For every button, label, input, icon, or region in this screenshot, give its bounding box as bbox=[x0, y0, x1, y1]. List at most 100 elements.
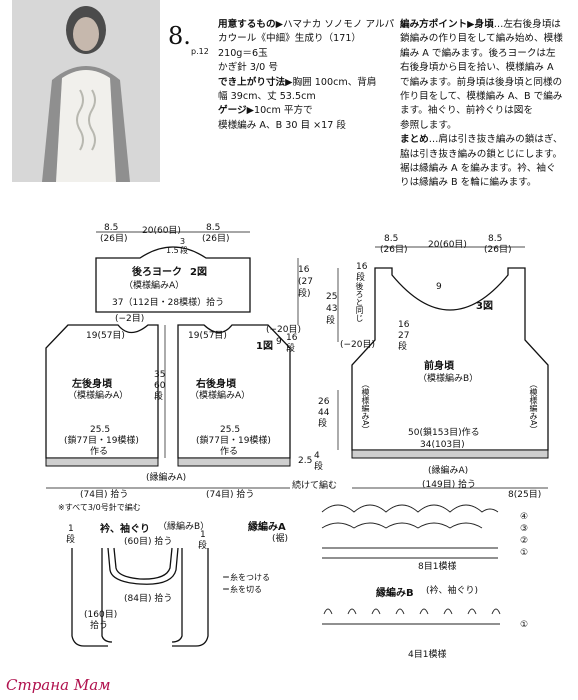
edge-a-sub: (裾) bbox=[272, 534, 289, 544]
materials-block: 用意するもの▶ハマナカ ソノモノ アルパカウール《中細》生成り（171） 210… bbox=[218, 18, 396, 133]
edge-a-row-3: ③ bbox=[520, 524, 529, 534]
armhole-pick-sts: (160目) bbox=[84, 610, 118, 620]
back-yoke-title: 後ろヨーク bbox=[132, 267, 182, 278]
back-edge-a-label: (縁編みA) bbox=[146, 473, 187, 483]
edge-a-row-1: ① bbox=[520, 548, 529, 558]
model-photo bbox=[12, 0, 160, 182]
back-top-left-sts: (26目) bbox=[100, 234, 128, 244]
front-total-rows: 43 bbox=[326, 304, 338, 314]
left-back-bottom-sts: (鎖77目・19模様) bbox=[64, 436, 139, 446]
armhole-left-edge bbox=[71, 548, 108, 647]
instr-line-4: で編みます。前身頃は後身頃と同様の bbox=[400, 76, 563, 88]
instr-line-3: 右後身頃から目を拾い、模様編み A bbox=[400, 62, 554, 74]
front-repeat-note: 8(25目) bbox=[508, 490, 542, 500]
front-fig: 3図 bbox=[476, 301, 493, 312]
front-top-left-sts: (26目) bbox=[380, 245, 408, 255]
yoke-minus: (−2目) bbox=[115, 314, 145, 324]
pattern-number: 8. bbox=[168, 22, 191, 50]
right-back-bottom-make: 作る bbox=[220, 447, 239, 457]
left-back-bottom-make: 作る bbox=[90, 447, 109, 457]
edge-a-row-4: ④ bbox=[520, 512, 529, 522]
edge-b-sub: (衿、袖ぐり) bbox=[426, 586, 479, 596]
left-back-title: 左後身頃 bbox=[72, 379, 112, 390]
armhole-unit: 段 bbox=[286, 344, 296, 354]
left-back-edge-pick: (74目) 拾う bbox=[80, 490, 129, 500]
hem-edge-cm: 2.5 bbox=[298, 456, 313, 466]
left-back-bottom-cm: 25.5 bbox=[90, 425, 111, 435]
armhole-cm: 9 bbox=[276, 337, 282, 347]
front-minus: (−20目) bbox=[340, 340, 376, 350]
edge-b-picots bbox=[323, 608, 501, 615]
edge-b-title: 縁編みB bbox=[376, 588, 414, 599]
back-yoke-outline bbox=[95, 246, 251, 313]
side-height-cm: 26 bbox=[318, 397, 330, 407]
edge-a-title: 縁編みA bbox=[248, 522, 286, 533]
armhole-right-inner bbox=[171, 548, 183, 643]
back-top-left-cm: 8.5 bbox=[104, 223, 119, 233]
left-back-width: 19(57目) bbox=[86, 331, 125, 341]
edge-a-row-2-label: ② bbox=[520, 536, 529, 546]
side-height-rows: 44 bbox=[318, 408, 330, 418]
collar-neck-pick: (60目) 拾う bbox=[124, 537, 173, 547]
front-neck-cm: 9 bbox=[436, 282, 442, 292]
right-back-bottom-cm: 25.5 bbox=[220, 425, 241, 435]
edge-a-arches bbox=[321, 522, 483, 529]
back-top-right-cm: 8.5 bbox=[206, 223, 221, 233]
front-width-inner: 34(103目) bbox=[420, 440, 465, 450]
instructions-block: 編み方ポイント▶身頃…左右後身頃は 鎖編みの作り目をして編み始め、模様 編み A… bbox=[400, 18, 572, 191]
front-pattern: （模様編みB） bbox=[418, 374, 479, 384]
gauge-heading: ゲージ bbox=[218, 105, 247, 117]
back-yoke-pattern: （模様編みA） bbox=[124, 281, 185, 291]
front-neck-unit: 段 bbox=[356, 273, 366, 283]
front-top-mid: 20(60目) bbox=[428, 240, 467, 250]
collar-row-left: 1 bbox=[68, 524, 74, 534]
yoke-height-cm: 16 bbox=[298, 265, 310, 275]
matome-line-2: 裾は縁編み A を編みます。衿、袖ぐ bbox=[400, 163, 556, 175]
front-edge-pick: (149目) 拾う bbox=[422, 480, 477, 490]
front-side-a-left: （模様編みA） bbox=[361, 380, 370, 434]
materials-hook: かぎ針 3/0 号 bbox=[218, 62, 278, 74]
back-top-mid: 20(60目) bbox=[142, 226, 181, 236]
materials-heading: 用意するもの bbox=[218, 19, 276, 30]
matome-line-0: …肩は引き抜き編みの鎖はぎ、 bbox=[428, 134, 563, 146]
legend-join: ＝糸をつける bbox=[222, 573, 270, 582]
instr-line-1: 鎖編みの作り目をして編み始め、模様 bbox=[400, 33, 563, 45]
front-top-right-sts: (26目) bbox=[484, 245, 512, 255]
right-back-title: 右後身頃 bbox=[196, 379, 236, 390]
yoke-height-rows: (27 bbox=[298, 277, 313, 287]
front-width-main: 50(鎖153目)作る bbox=[408, 428, 480, 438]
right-back-width: 19(57目) bbox=[188, 331, 227, 341]
legend-cut: ＝糸を切る bbox=[222, 585, 262, 594]
instructions-heading: 編み方ポイント bbox=[400, 19, 468, 30]
collar-row-left-unit: 段 bbox=[66, 535, 76, 545]
front-neck-depth-unit: 段 bbox=[398, 342, 408, 352]
matome-line-3: りは縁編み B を輪に編みます。 bbox=[400, 177, 537, 189]
edge-b-repeat: 4目1模様 bbox=[408, 650, 447, 660]
front-outline bbox=[351, 267, 549, 451]
matome-heading: まとめ bbox=[400, 134, 429, 146]
armhole-left-inner bbox=[101, 548, 113, 643]
neck-rows: 3 bbox=[180, 237, 186, 246]
right-back-edge-pick: (74目) 拾う bbox=[206, 490, 255, 500]
side-height-unit: 段 bbox=[318, 419, 328, 429]
hem-edge-unit: 段 bbox=[314, 462, 324, 472]
right-back-bottom-sts: (鎖77目・19模様) bbox=[196, 436, 271, 446]
size-heading: でき上がり寸法 bbox=[218, 76, 286, 88]
collar-row-right: 1 bbox=[200, 530, 206, 540]
neck-dimension: 1.5 bbox=[166, 246, 179, 255]
edge-b-row-1: ① bbox=[520, 620, 529, 630]
gauge-line2: 模様編み A、B 30 目 ×17 段 bbox=[218, 119, 347, 131]
neck-rows-unit: 段 bbox=[180, 246, 188, 255]
right-back-outline bbox=[177, 324, 291, 459]
materials-yarn: ▶ハマナカ ソノモノ アルパカウール《中細》生成り（171） bbox=[218, 19, 395, 45]
back-yoke-fig: 2図 bbox=[190, 267, 207, 278]
body-heading: ▶身頃 bbox=[467, 19, 494, 30]
front-top-right-cm: 8.5 bbox=[488, 234, 503, 244]
continue-note: 続けて編む bbox=[292, 481, 338, 491]
back-top-right-sts: (26目) bbox=[202, 234, 230, 244]
front-top-left-cm: 8.5 bbox=[384, 234, 399, 244]
edge-a-repeat: 8目1模様 bbox=[418, 562, 457, 572]
instr-line-2: 編み A で編みます。後ろヨークは左 bbox=[400, 47, 556, 59]
